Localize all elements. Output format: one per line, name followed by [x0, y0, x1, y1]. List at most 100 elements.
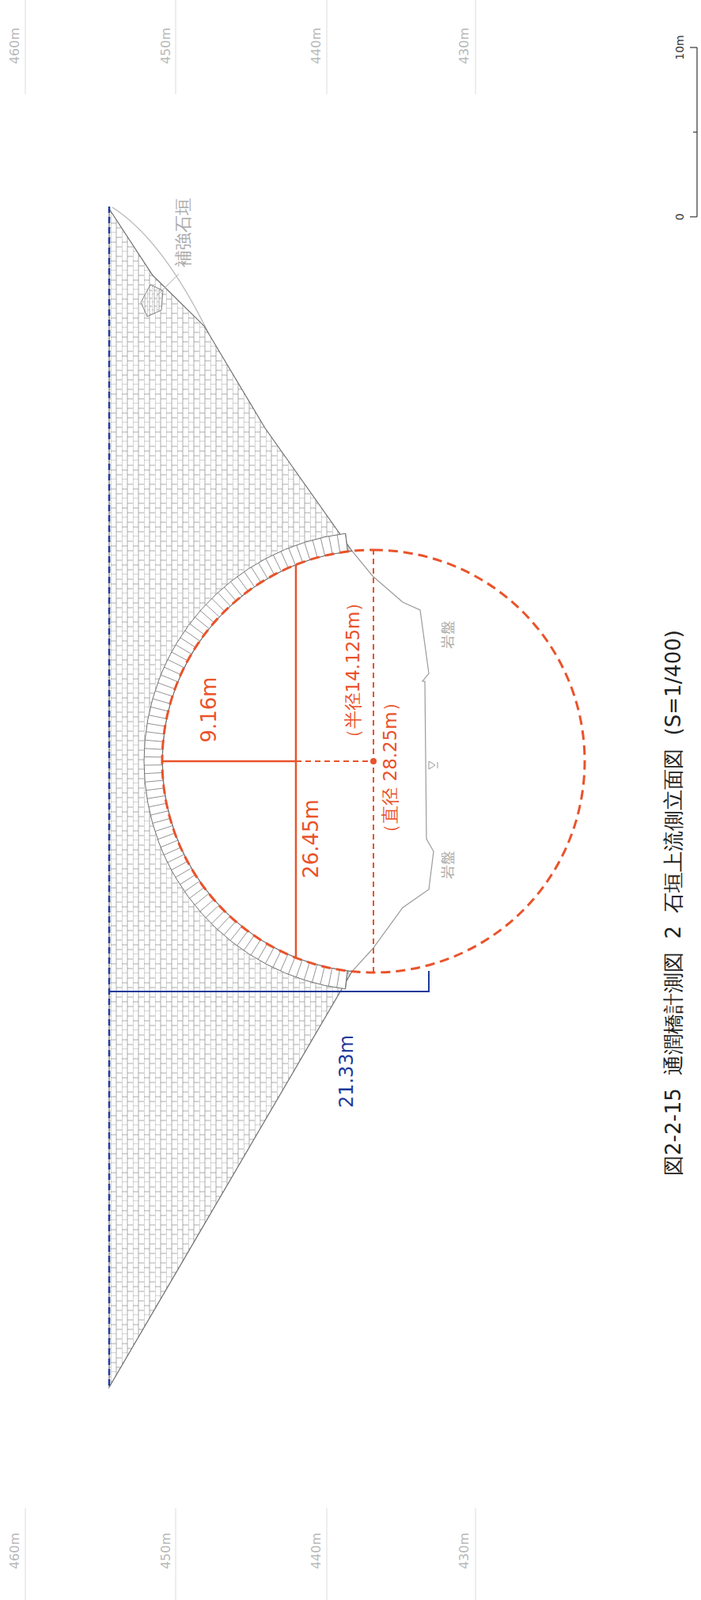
- scale-label: 10m: [674, 33, 686, 61]
- radius-line: [295, 760, 374, 762]
- water-level-symbol: [428, 761, 436, 770]
- voussoir-joint: [184, 881, 200, 892]
- voussoir-joint: [257, 943, 268, 960]
- scale-tick: [693, 131, 698, 133]
- grid-line: [175, 1508, 177, 1600]
- part-label: 補強石垣: [174, 196, 194, 270]
- voussoir-joint: [320, 966, 325, 985]
- voussoir-joint: [345, 533, 349, 552]
- voussoir-joint: [237, 576, 249, 592]
- water-level-symbol: [437, 761, 439, 769]
- ground-label: 岩盤: [439, 618, 456, 651]
- elevation-label: 460m: [7, 1530, 23, 1571]
- voussoir-joint: [312, 539, 318, 558]
- voussoir-joint: [189, 623, 205, 635]
- voussoir-joint: [180, 637, 196, 648]
- ground-label: 岩盤: [439, 848, 456, 881]
- leader-line: [156, 273, 179, 296]
- voussoir-joint: [152, 698, 171, 704]
- voussoir-joint: [167, 854, 185, 863]
- voussoir-joint: [163, 666, 181, 675]
- voussoir-joint: [205, 604, 220, 618]
- dimension-label: （半径14.125m）: [343, 591, 364, 750]
- voussoir-joint: [258, 562, 269, 579]
- voussoir-joint: [320, 538, 325, 556]
- voussoir-joint: [328, 968, 333, 987]
- dimension-label: 9.16m: [197, 674, 221, 744]
- voussoir-joint: [152, 818, 171, 823]
- voussoir-joint: [303, 962, 310, 981]
- grid-line: [475, 0, 477, 95]
- elevation-label: 460m: [7, 26, 23, 66]
- dimension-label: 26.45m: [299, 797, 323, 880]
- elevation-label: 450m: [159, 1530, 174, 1571]
- masonry-wall: [109, 208, 353, 1387]
- voussoir-joint: [155, 826, 173, 832]
- voussoir-joint: [144, 780, 163, 782]
- top-line: [108, 204, 111, 1386]
- voussoir-joint: [160, 840, 178, 848]
- voussoir-joint: [175, 644, 192, 655]
- voussoir-joint: [280, 551, 288, 569]
- voussoir-joint: [189, 887, 204, 899]
- voussoir-joint: [337, 970, 341, 989]
- voussoir-joint: [217, 916, 231, 930]
- voussoir-joint: [295, 959, 303, 978]
- voussoir-joint: [150, 810, 168, 815]
- voussoir-joint: [243, 935, 254, 951]
- voussoir-joint: [265, 947, 274, 964]
- voussoir-joint: [157, 682, 175, 690]
- dimension-label: （直径 28.25m）: [380, 691, 401, 844]
- voussoir-joint: [157, 833, 175, 840]
- elevation-label: 430m: [457, 1530, 472, 1571]
- voussoir-joint: [312, 964, 318, 982]
- voussoir-joint: [344, 970, 348, 989]
- voussoir-joint: [194, 893, 209, 905]
- voussoir-joint: [167, 659, 185, 668]
- rise-line: [162, 760, 296, 763]
- voussoir-joint: [145, 731, 164, 735]
- grid-line: [326, 0, 328, 95]
- voussoir-joint: [337, 534, 341, 554]
- scale-tick: [689, 46, 698, 48]
- voussoir-joint: [296, 545, 304, 563]
- voussoir-joint: [171, 651, 188, 661]
- water-level-mark: [428, 761, 438, 770]
- voussoir-joint: [143, 764, 163, 766]
- scale-bar: [689, 47, 698, 217]
- voussoir-joint: [155, 690, 173, 697]
- voussoir-joint: [265, 558, 275, 575]
- voussoir-joint: [145, 788, 164, 791]
- dimension-line: [109, 970, 429, 992]
- voussoir-joint: [147, 723, 166, 727]
- voussoir-joint: [144, 739, 163, 742]
- grid-line: [475, 1508, 477, 1600]
- voussoir-joint: [288, 548, 296, 565]
- voussoir-joint: [200, 899, 214, 912]
- voussoir-joint: [237, 931, 249, 946]
- reinforcement-wall: [140, 284, 163, 317]
- voussoir-joint: [250, 939, 261, 955]
- voussoir-joint: [194, 617, 209, 629]
- voussoir-joint: [244, 571, 255, 587]
- grid-line: [326, 1508, 328, 1600]
- elevation-label: 450m: [159, 26, 174, 66]
- voussoir-joint: [250, 567, 261, 583]
- voussoir-joint: [147, 795, 166, 800]
- arch-circle: [162, 549, 585, 973]
- grid-line: [25, 0, 27, 95]
- voussoir-joint: [171, 861, 188, 871]
- voussoir-joint: [217, 592, 231, 607]
- center-dot: [370, 757, 377, 765]
- voussoir-joint: [230, 581, 242, 596]
- voussoir-joint: [143, 772, 163, 773]
- voussoir-joint: [150, 706, 168, 711]
- voussoir-joint: [287, 957, 296, 974]
- voussoir-joint: [223, 920, 236, 935]
- elevation-label: 430m: [457, 26, 472, 66]
- elevation-label: 440m: [309, 26, 324, 66]
- grid-line: [25, 1508, 27, 1600]
